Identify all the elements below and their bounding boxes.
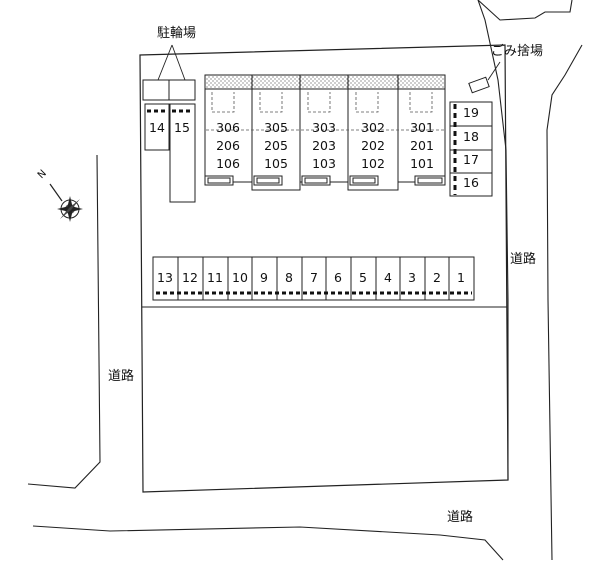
unit-number: 106 <box>216 156 240 171</box>
road-east-inner-edge <box>477 0 509 480</box>
unit-column: 306 206 106 <box>208 119 248 173</box>
parking-space-number: 4 <box>384 270 392 285</box>
road-south-inner-edge <box>27 154 101 489</box>
parking-space-number: 3 <box>408 270 416 285</box>
parking-space-number: 12 <box>182 270 198 285</box>
parking-space-number: 6 <box>334 270 342 285</box>
parking-space-number: 11 <box>207 270 223 285</box>
right-parking <box>449 101 493 197</box>
parking-space-number: 9 <box>260 270 268 285</box>
unit-number: 105 <box>264 156 288 171</box>
unit-number: 101 <box>410 156 434 171</box>
garbage-label: ごみ捨場 <box>491 44 544 59</box>
road-north-edge <box>477 0 573 21</box>
road-south-lower-edge <box>32 525 504 561</box>
road-east-outer-edge <box>546 44 583 561</box>
bicycle-parking-label: 駐輪場 <box>157 26 197 41</box>
parking-space-number: 18 <box>463 129 479 144</box>
parking-space-number: 7 <box>310 270 318 285</box>
unit-number: 306 <box>216 120 240 135</box>
unit-number: 202 <box>361 138 385 153</box>
parking-space-number: 2 <box>433 270 441 285</box>
parking-space-number: 10 <box>232 270 248 285</box>
unit-number: 305 <box>264 120 288 135</box>
bike-space-number: 15 <box>174 120 190 135</box>
road-label-south: 道路 <box>447 510 474 525</box>
unit-number: 206 <box>216 138 240 153</box>
unit-number: 301 <box>410 120 434 135</box>
balcony-strip <box>204 74 446 90</box>
unit-column: 302 202 102 <box>353 119 393 173</box>
unit-column: 303 203 103 <box>304 119 344 173</box>
parking-space-number: 5 <box>359 270 367 285</box>
bike-space-15 <box>169 103 196 203</box>
bike-space-number: 14 <box>149 120 165 135</box>
parking-space-number: 19 <box>463 105 479 120</box>
unit-column: 301 201 101 <box>402 119 442 173</box>
parking-space-number: 1 <box>457 270 465 285</box>
garbage-box <box>468 76 490 94</box>
building <box>204 74 446 191</box>
unit-column: 305 205 105 <box>256 119 296 173</box>
parking-space-number: 13 <box>157 270 173 285</box>
unit-number: 203 <box>312 138 336 153</box>
parking-space-number: 8 <box>285 270 293 285</box>
parking-space-number: 17 <box>463 152 479 167</box>
compass-icon <box>49 183 83 222</box>
unit-number: 103 <box>312 156 336 171</box>
unit-number: 303 <box>312 120 336 135</box>
road-label-west: 道路 <box>108 369 135 384</box>
road-label-east: 道路 <box>510 252 537 267</box>
site-boundary <box>139 44 509 493</box>
parking-space-number: 16 <box>463 175 479 190</box>
unit-number: 102 <box>361 156 385 171</box>
unit-number: 302 <box>361 120 385 135</box>
unit-number: 201 <box>410 138 434 153</box>
unit-number: 205 <box>264 138 288 153</box>
road-lines <box>27 0 583 561</box>
